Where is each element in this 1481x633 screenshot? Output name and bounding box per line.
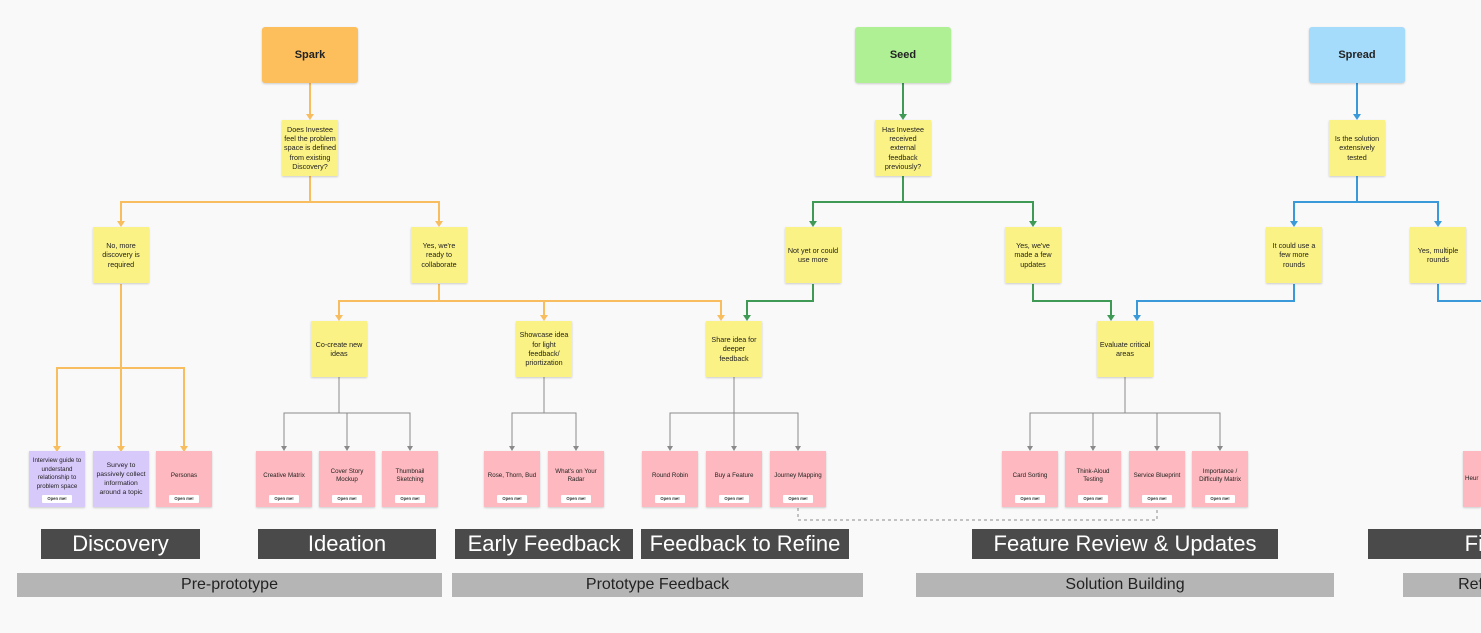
open-button[interactable]: Open me!: [497, 495, 527, 503]
open-button[interactable]: Open me!: [395, 495, 425, 503]
answer-no-more-discovery[interactable]: No, more discovery is required: [93, 227, 149, 283]
goal-co-create[interactable]: Co-create new ideas: [311, 321, 367, 377]
method-thumbnail[interactable]: Thumbnail Sketching Open me!: [382, 451, 438, 507]
method-cover-story[interactable]: Cover Story Mockup Open me!: [319, 451, 375, 507]
stage-discovery: Discovery: [41, 529, 200, 559]
spread-question[interactable]: Is the solution extensively tested: [1329, 120, 1385, 176]
stage-partial: Fi: [1368, 529, 1481, 559]
spark-connectors: [56, 83, 722, 447]
answer-yes-multiple[interactable]: Yes, multiple rounds: [1410, 227, 1466, 283]
answer-not-yet[interactable]: Not yet or could use more: [785, 227, 841, 283]
spark-arrowheads: [53, 114, 725, 452]
method-connectors: [283, 377, 1221, 521]
open-button[interactable]: Open me!: [269, 495, 299, 503]
method-rose-thorn[interactable]: Rose, Thorn, Bud Open me!: [484, 451, 540, 507]
open-button[interactable]: Open me!: [719, 495, 749, 503]
method-interview-guide[interactable]: Interview guide to understand relationsh…: [29, 451, 85, 507]
seed-arrowheads: [743, 114, 1115, 321]
answer-yes-ready[interactable]: Yes, we're ready to collaborate: [411, 227, 467, 283]
spread-connectors: [1136, 83, 1481, 316]
method-round-robin[interactable]: Round Robin Open me!: [642, 451, 698, 507]
band-pre-prototype: Pre-prototype: [17, 573, 442, 597]
stage-early-feedback: Early Feedback: [455, 529, 633, 559]
open-button[interactable]: Open me!: [1205, 495, 1235, 503]
stage-feedback-refine: Feedback to Refine: [641, 529, 849, 559]
open-button[interactable]: Open me!: [655, 495, 685, 503]
method-think-aloud[interactable]: Think-Aloud Testing Open me!: [1065, 451, 1121, 507]
spread-arrowheads: [1133, 114, 1442, 321]
method-service-blueprint[interactable]: Service Blueprint Open me!: [1129, 451, 1185, 507]
open-button[interactable]: Open me!: [783, 495, 813, 503]
seed-connectors: [746, 83, 1112, 316]
phase-seed-label: Seed: [889, 49, 917, 61]
stage-feature-review: Feature Review & Updates: [972, 529, 1278, 559]
seed-question[interactable]: Has Investee received external feedback …: [875, 120, 931, 176]
method-arrowheads: [281, 446, 1223, 451]
phase-spread[interactable]: Spread: [1309, 27, 1405, 83]
open-button[interactable]: Open me!: [561, 495, 591, 503]
answer-few-more-rounds[interactable]: It could use a few more rounds: [1266, 227, 1322, 283]
stage-ideation: Ideation: [258, 529, 436, 559]
answer-yes-few-updates[interactable]: Yes, we've made a few updates: [1005, 227, 1061, 283]
spark-question[interactable]: Does Investee feel the problem space is …: [282, 120, 338, 176]
phase-seed[interactable]: Seed: [855, 27, 951, 83]
open-button[interactable]: Open me!: [1142, 495, 1172, 503]
open-button[interactable]: Open me!: [1078, 495, 1108, 503]
band-partial: Ref: [1403, 573, 1481, 597]
open-button[interactable]: Open me!: [1015, 495, 1045, 503]
phase-spark-label: Spark: [294, 49, 326, 61]
open-button[interactable]: Open me!: [332, 495, 362, 503]
method-partial[interactable]: Heur: [1463, 451, 1481, 507]
band-prototype-feedback: Prototype Feedback: [452, 573, 863, 597]
method-survey[interactable]: Survey to passively collect information …: [93, 451, 149, 507]
open-button[interactable]: Open me!: [169, 495, 199, 503]
method-buy-feature[interactable]: Buy a Feature Open me!: [706, 451, 762, 507]
open-button[interactable]: Open me!: [42, 495, 72, 503]
method-personas[interactable]: Personas Open me!: [156, 451, 212, 507]
goal-evaluate[interactable]: Evaluate critical areas: [1097, 321, 1153, 377]
method-journey-mapping[interactable]: Journey Mapping Open me!: [770, 451, 826, 507]
method-card-sorting[interactable]: Card Sorting Open me!: [1002, 451, 1058, 507]
phase-spark[interactable]: Spark: [262, 27, 358, 83]
goal-share-idea[interactable]: Share idea for deeper feedback: [706, 321, 762, 377]
method-importance-matrix[interactable]: Importance / Difficulty Matrix Open me!: [1192, 451, 1248, 507]
band-solution-building: Solution Building: [916, 573, 1334, 597]
method-creative-matrix[interactable]: Creative Matrix Open me!: [256, 451, 312, 507]
goal-showcase[interactable]: Showcase idea for light feedback/ priort…: [516, 321, 572, 377]
phase-spread-label: Spread: [1338, 49, 1376, 61]
method-whats-on-radar[interactable]: What's on Your Radar Open me!: [548, 451, 604, 507]
